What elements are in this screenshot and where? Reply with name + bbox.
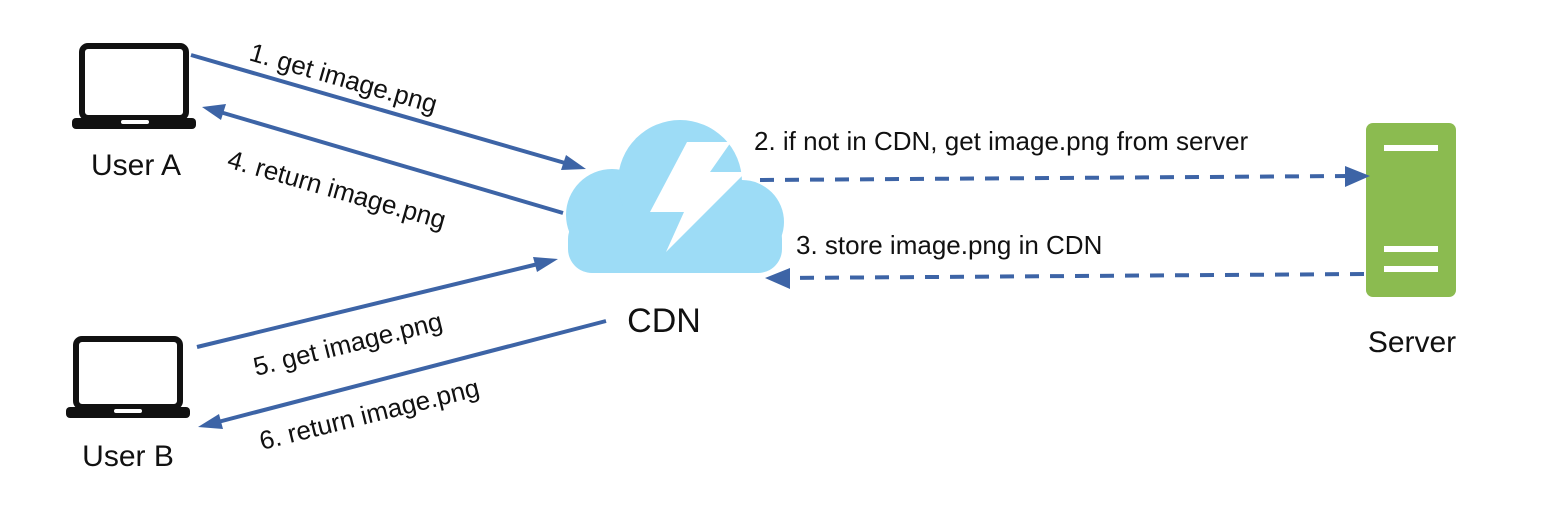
user-a-label: User A xyxy=(91,149,181,182)
edge-4-label: 4. return image.png xyxy=(224,144,449,235)
edge-6-arrow xyxy=(198,319,607,429)
edge-3-label: 3. store image.png in CDN xyxy=(796,230,1102,260)
edge-1-arrow xyxy=(190,53,586,170)
cdn-cloud-icon xyxy=(566,120,784,273)
user-b-laptop-icon xyxy=(66,336,190,418)
edge-2-arrow xyxy=(759,166,1370,187)
server-icon xyxy=(1366,123,1456,297)
edge-2-label: 2. if not in CDN, get image.png from ser… xyxy=(754,126,1249,156)
server-label: Server xyxy=(1368,326,1456,359)
cdn-label: CDN xyxy=(627,302,701,340)
user-a-laptop-icon xyxy=(72,43,196,129)
edge-6-label: 6. return image.png xyxy=(256,372,482,456)
edge-3-arrow xyxy=(765,268,1365,289)
edge-5-arrow xyxy=(196,257,558,349)
user-b-label: User B xyxy=(82,440,174,473)
edge-4-arrow xyxy=(202,104,564,215)
lightning-bolt-icon xyxy=(650,142,746,252)
